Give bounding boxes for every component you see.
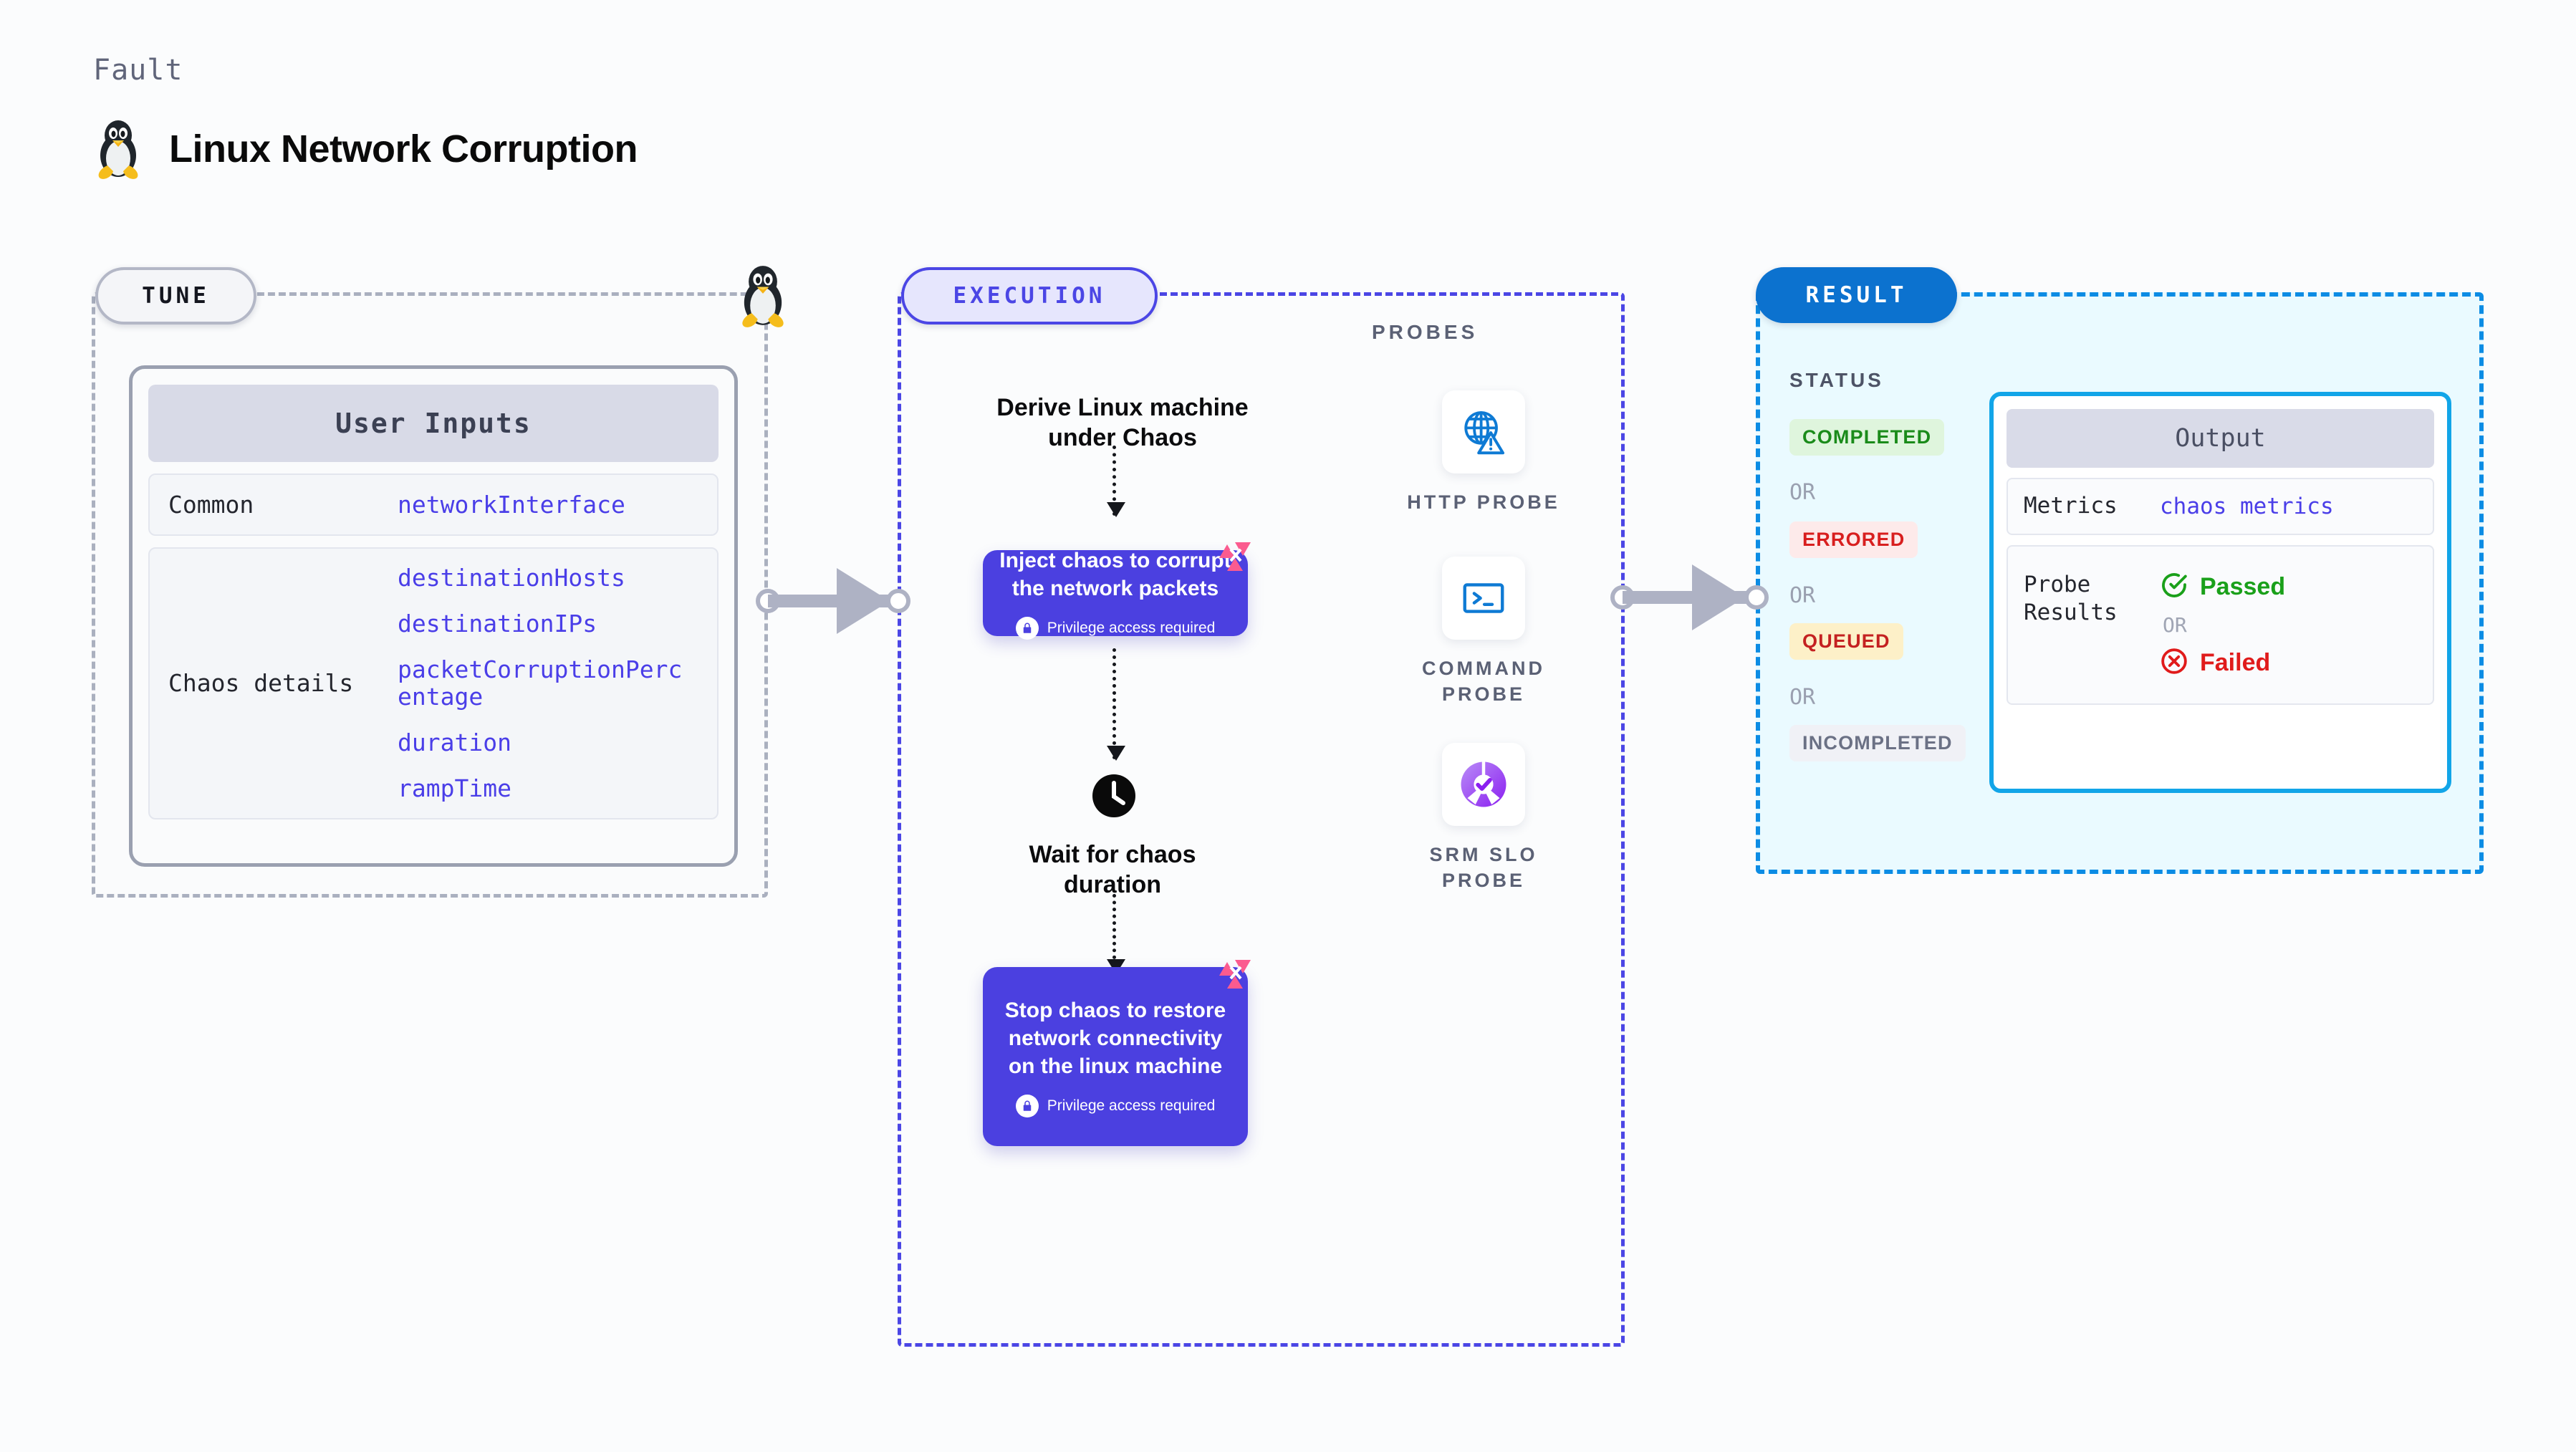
probe-label: COMMAND PROBE bbox=[1422, 658, 1545, 706]
user-inputs-title: User Inputs bbox=[148, 385, 719, 462]
derive-machine-step: Derive Linux machine under Chaos bbox=[996, 394, 1249, 452]
probe-results-label: Probe Results bbox=[2024, 571, 2118, 626]
flow-arrow-2 bbox=[1107, 648, 1125, 761]
tune-value[interactable]: rampTime bbox=[398, 774, 511, 802]
tune-value[interactable]: destinationIPs bbox=[398, 609, 597, 638]
probe-item-command[interactable]: COMMAND PROBE bbox=[1394, 557, 1573, 708]
status-or-3: OR bbox=[1789, 685, 1816, 710]
status-or-2: OR bbox=[1789, 583, 1816, 608]
lock-icon bbox=[1015, 617, 1039, 640]
page-title-text: Linux Network Corruption bbox=[169, 128, 638, 170]
probes-title: PROBES bbox=[1372, 321, 1479, 343]
tune-row-label: Chaos details bbox=[168, 669, 354, 698]
stop-chaos-title: Stop chaos to restore network connectivi… bbox=[1004, 998, 1226, 1078]
status-badge-completed: COMPLETED bbox=[1789, 419, 1945, 456]
status-badge-incompleted: INCOMPLETED bbox=[1789, 725, 1966, 761]
metrics-value[interactable]: chaos metrics bbox=[2160, 493, 2334, 519]
clock-icon bbox=[1092, 774, 1136, 822]
metrics-label: Metrics bbox=[2024, 493, 2118, 519]
inject-chaos-title: Inject chaos to corrupt the network pack… bbox=[999, 549, 1231, 600]
connector-arrowhead bbox=[837, 568, 890, 634]
tune-row-values: networkInterface bbox=[398, 491, 625, 519]
tune-pill[interactable]: TUNE bbox=[95, 267, 256, 324]
output-title: Output bbox=[2007, 409, 2434, 468]
linux-tux-badge-icon bbox=[736, 264, 789, 332]
litmus-chaos-icon bbox=[1216, 957, 1254, 998]
tune-value[interactable]: destinationHosts bbox=[398, 564, 625, 592]
linux-tux-icon bbox=[93, 118, 143, 180]
user-inputs-card: User Inputs Common networkInterface Chao… bbox=[129, 365, 738, 867]
connector-arrowhead bbox=[1692, 564, 1745, 630]
probe-verdict-failed: Failed bbox=[2160, 647, 2285, 679]
output-row-metrics: Metrics chaos metrics bbox=[2007, 478, 2434, 535]
tune-row-values: destinationHosts destinationIPs packetCo… bbox=[398, 564, 684, 802]
privilege-text: Privilege access required bbox=[1047, 620, 1216, 636]
fault-kicker: Fault bbox=[93, 54, 183, 87]
execution-pill[interactable]: EXECUTION bbox=[901, 267, 1158, 324]
probe-label: SRM SLO PROBE bbox=[1429, 844, 1538, 892]
lock-icon bbox=[1015, 1094, 1039, 1117]
probe-label: HTTP PROBE bbox=[1407, 491, 1560, 513]
wait-for-chaos-step: Wait for chaos duration bbox=[1029, 841, 1196, 899]
result-pill[interactable]: RESULT bbox=[1756, 267, 1957, 323]
tune-value[interactable]: packetCorruptionPercentage bbox=[398, 655, 683, 711]
probe-verdict-or: OR bbox=[2163, 612, 2187, 637]
probe-verdicts: Passed OR Failed bbox=[2160, 571, 2285, 679]
privilege-row: Privilege access required bbox=[1015, 617, 1216, 640]
output-card: Output Metrics chaos metrics Probe Resul… bbox=[1989, 392, 2451, 793]
status-or-1: OR bbox=[1789, 480, 1816, 505]
tune-row-chaos-details: Chaos details destinationHosts destinati… bbox=[148, 547, 719, 819]
status-badge-errored: ERRORED bbox=[1789, 521, 1918, 558]
tune-row-label: Common bbox=[168, 491, 254, 519]
tune-value[interactable]: duration bbox=[398, 728, 511, 756]
page-title: Linux Network Corruption bbox=[93, 118, 638, 180]
probe-item-srm-slo[interactable]: SRM SLO PROBE bbox=[1394, 743, 1573, 894]
terminal-icon bbox=[1442, 557, 1525, 640]
probe-verdict-passed: Passed bbox=[2160, 571, 2285, 603]
flow-arrow-1 bbox=[1107, 446, 1125, 517]
connector-dot-end bbox=[1744, 585, 1769, 610]
status-badge-queued: QUEUED bbox=[1789, 623, 1903, 660]
flow-arrow-3 bbox=[1107, 894, 1125, 974]
status-title: STATUS bbox=[1789, 369, 1884, 391]
connector-dot-end bbox=[886, 589, 910, 613]
passed-label: Passed bbox=[2200, 572, 2286, 600]
slo-check-icon bbox=[1442, 743, 1525, 826]
stop-chaos-node[interactable]: Stop chaos to restore network connectivi… bbox=[983, 967, 1248, 1146]
tune-value[interactable]: networkInterface bbox=[398, 490, 625, 519]
inject-chaos-node[interactable]: Inject chaos to corrupt the network pack… bbox=[983, 549, 1248, 640]
litmus-chaos-icon bbox=[1216, 539, 1254, 580]
privilege-row: Privilege access required bbox=[1015, 1094, 1216, 1117]
failed-label: Failed bbox=[2200, 648, 2271, 676]
x-circle-icon bbox=[2160, 647, 2188, 679]
globe-warning-icon bbox=[1442, 390, 1525, 473]
probe-item-http[interactable]: HTTP PROBE bbox=[1394, 390, 1573, 515]
output-row-probe-results: Probe Results Passed OR bbox=[2007, 544, 2434, 705]
privilege-text: Privilege access required bbox=[1047, 1097, 1216, 1114]
check-circle-icon bbox=[2160, 571, 2188, 603]
tune-row-common: Common networkInterface bbox=[148, 473, 719, 536]
